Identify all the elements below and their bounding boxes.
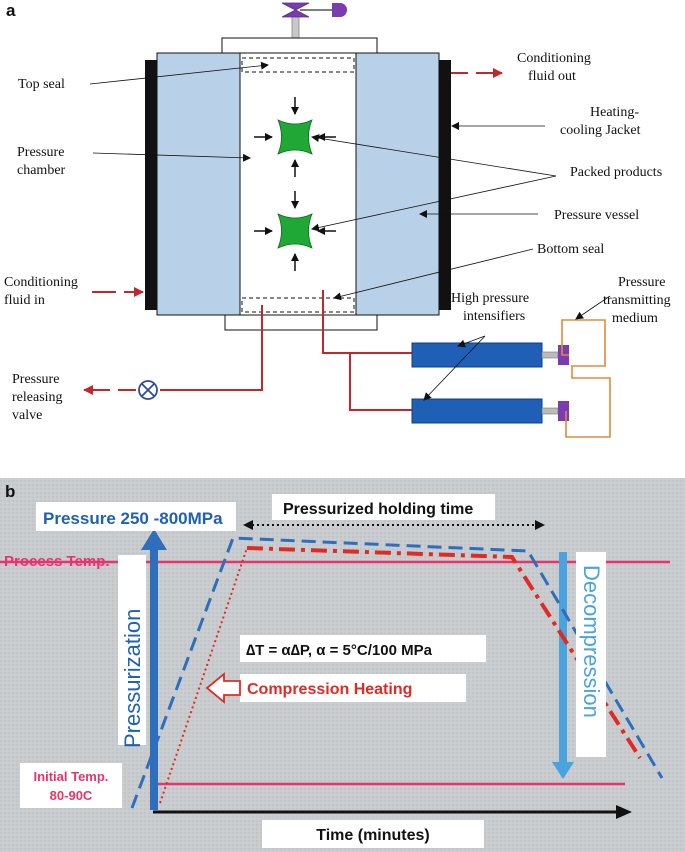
transmitting-medium-lines xyxy=(561,319,611,438)
holding-time-label: Pressurized holding time xyxy=(283,501,473,518)
releasing-valve-icon xyxy=(138,380,158,400)
transmitting-label-2: transmitting xyxy=(603,293,671,308)
pressure-chamber xyxy=(239,52,357,316)
pressure-release-line xyxy=(83,305,263,395)
panel-a-letter: a xyxy=(6,1,16,20)
bottom-cap xyxy=(224,313,378,331)
panel-b-letter: b xyxy=(5,482,15,501)
packed-products-label: Packed products xyxy=(570,165,662,180)
intensifiers-label-2: intensifiers xyxy=(463,309,525,324)
decompression-arrowhead xyxy=(552,762,574,779)
bottom-seal xyxy=(241,297,355,313)
conditioning-in-label-1: Conditioning xyxy=(4,275,78,290)
pressurization-label: Pressurization xyxy=(120,609,145,748)
pressurization-arrow-shaft xyxy=(150,548,158,810)
releasing-valve-label-1: Pressure xyxy=(12,372,59,387)
pressure-chamber-label-1: Pressure xyxy=(17,145,64,160)
process-temp-label: Process Temp. xyxy=(4,553,110,570)
time-label: Time (minutes) xyxy=(316,827,430,844)
panel-a-labels: Top seal Pressure chamber Conditioning f… xyxy=(4,51,671,423)
intensifier-2 xyxy=(411,398,569,424)
compression-heating-arrow-icon xyxy=(205,672,241,704)
intensifier-1 xyxy=(411,342,569,368)
decompression-label: Decompression xyxy=(579,565,604,718)
pressure-vessel-right-wall xyxy=(355,52,440,316)
initial-temp-label-2: 80-90C xyxy=(50,788,93,803)
pressure-label: Pressure 250 -800MPa xyxy=(43,509,223,528)
heating-jacket-right xyxy=(439,60,451,310)
leader-lines xyxy=(89,61,611,401)
packed-product-2 xyxy=(254,191,336,271)
pressurization-arrowhead xyxy=(141,529,167,550)
pressure-vessel-left-wall xyxy=(156,52,241,316)
intensifiers-label-1: High pressure xyxy=(451,291,529,306)
conditioning-in-label-2: fluid in xyxy=(4,293,45,308)
pressure-label-box xyxy=(36,502,236,531)
jacket-label-1: Heating- xyxy=(590,105,639,120)
jacket-label-2: cooling Jacket xyxy=(560,123,641,138)
top-cap xyxy=(221,37,378,55)
holding-time-label-box xyxy=(272,494,495,520)
time-axis-arrowhead xyxy=(616,805,632,819)
transmitting-label-1: Pressure xyxy=(618,275,665,290)
formula-box xyxy=(240,635,486,662)
pressure-vessel-label: Pressure vessel xyxy=(554,208,639,223)
decompression-box xyxy=(576,552,606,757)
decompression-arrow-shaft xyxy=(559,552,567,765)
pressure-chamber-label-2: chamber xyxy=(17,163,66,178)
formula-label: ∆T = α∆P, α = 5°C/100 MPa xyxy=(246,642,433,659)
packed-product-1 xyxy=(254,97,336,177)
top-seal-label: Top seal xyxy=(18,77,65,92)
compression-heating-label: Compression Heating xyxy=(247,681,412,698)
time-label-box xyxy=(262,820,484,848)
conditioning-out-label-1: Conditioning xyxy=(517,51,591,66)
releasing-valve-label-2: releasing xyxy=(12,390,63,405)
bottom-seal-label: Bottom seal xyxy=(537,242,604,257)
pressurization-box xyxy=(118,555,146,745)
conditioning-out-label-2: fluid out xyxy=(528,69,576,84)
heating-jacket-left xyxy=(145,60,157,310)
holding-time-arrow xyxy=(243,520,545,530)
transmitting-label-3: medium xyxy=(612,311,658,326)
panel-a: a xyxy=(4,1,671,438)
initial-temp-label-1: Initial Temp. xyxy=(34,769,109,784)
top-seal xyxy=(241,57,355,73)
compression-heating-box xyxy=(240,674,466,702)
initial-temp-box xyxy=(20,763,122,808)
panel-b: b Pressure 250 -800MPa Pressurized holdi… xyxy=(0,478,685,852)
intensifier-piping xyxy=(322,290,412,411)
releasing-valve-label-3: valve xyxy=(12,408,42,423)
